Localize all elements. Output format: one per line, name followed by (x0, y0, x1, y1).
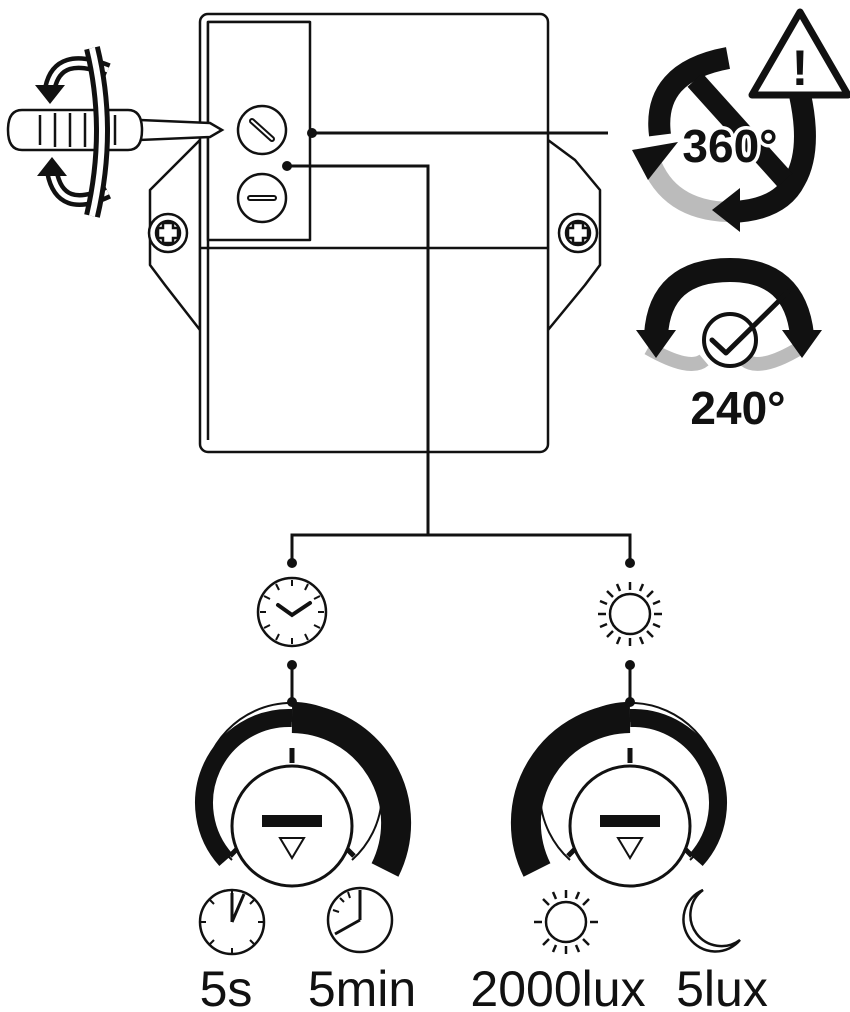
right-screw-icon (557, 212, 599, 254)
rotation-max-label: 360° (682, 120, 777, 172)
rotation-360-warning: 360° ! (632, 8, 850, 232)
device-housing (148, 12, 602, 454)
light-potentiometer[interactable] (236, 172, 288, 224)
moon-icon (682, 888, 741, 953)
svg-text:!: ! (792, 40, 809, 96)
time-potentiometer[interactable] (236, 104, 288, 156)
rotation-range-label: 240° (690, 382, 785, 434)
left-screw-icon (147, 212, 189, 254)
sun-bright-icon (534, 890, 598, 954)
connector-lines (287, 131, 632, 702)
time-dial[interactable] (195, 702, 412, 888)
light-max-label: 5lux (676, 961, 768, 1012)
light-dial[interactable] (510, 702, 727, 888)
sun-icon (598, 582, 662, 646)
warning-triangle-icon: ! (748, 8, 850, 99)
rotate-arrows-icon (35, 46, 112, 218)
time-max-label: 5min (308, 961, 416, 1012)
rotation-240-ok: 240° (636, 257, 822, 434)
screwdriver-icon (6, 108, 225, 152)
clock-icon (256, 576, 328, 648)
time-min-label: 5s (200, 961, 253, 1012)
clock-long-icon (326, 886, 394, 954)
checkmark-icon (702, 289, 791, 368)
clock-short-icon (198, 888, 266, 956)
light-min-label: 2000lux (470, 961, 645, 1012)
